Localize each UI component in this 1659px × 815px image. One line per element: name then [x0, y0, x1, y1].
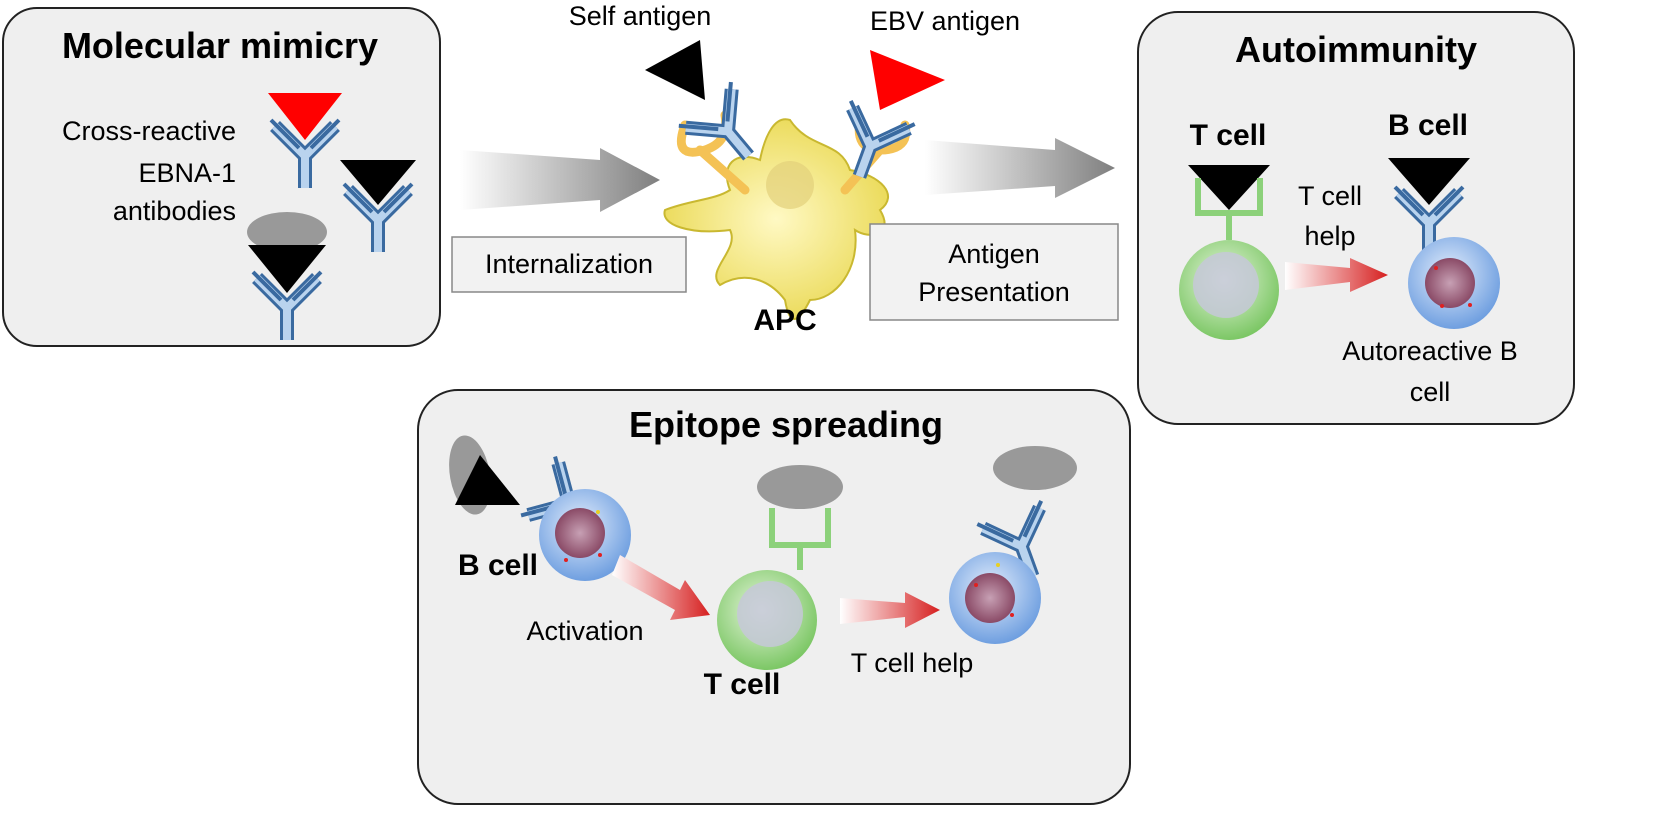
- internalization-label: Internalization: [485, 249, 653, 279]
- autoimmunity-help-line2: help: [1304, 221, 1355, 251]
- presentation-label: Presentation: [918, 277, 1070, 307]
- autoreactive-line2: cell: [1410, 377, 1451, 407]
- autoimmunity-panel: Autoimmunity T cell B cell T cell help A…: [1137, 11, 1575, 425]
- autoreactive-line1: Autoreactive B: [1342, 336, 1518, 366]
- antibody-gray-antigen-icon: [247, 212, 327, 340]
- autoimmunity-b-cell-label: B cell: [1388, 109, 1468, 142]
- epitope-final-b-cell-icon: [949, 446, 1077, 644]
- autoimmunity-t-cell-icon: [1179, 165, 1279, 340]
- activation-label: Activation: [526, 616, 643, 646]
- ebna-label: EBNA-1: [138, 158, 236, 188]
- cross-reactive-label: Cross-reactive: [62, 116, 236, 146]
- autoimmunity-help-arrow: [1285, 258, 1388, 292]
- antigen-presentation-arrow: [925, 138, 1115, 198]
- self-antigen-label: Self antigen: [569, 1, 712, 31]
- autoimmunity-t-cell-label: T cell: [1190, 119, 1267, 152]
- activation-arrow: [612, 555, 710, 620]
- antibody-red-antigen-icon: [268, 93, 342, 188]
- epitope-b-cell-label: B cell: [458, 549, 538, 582]
- epitope-spreading-title: Epitope spreading: [629, 404, 943, 445]
- apc-ebv-antigen-icon: [828, 50, 945, 188]
- antibody-black-antigen-icon: [340, 160, 416, 252]
- molecular-mimicry-title: Molecular mimicry: [62, 25, 378, 66]
- epitope-b-cell-icon: [449, 435, 631, 581]
- antibodies-label: antibodies: [113, 196, 236, 226]
- epitope-t-cell-icon: [717, 465, 843, 670]
- epitope-spreading-panel: Epitope spreading B cell Activation T ce…: [417, 389, 1131, 805]
- apc-cell: [663, 110, 911, 320]
- antigen-label: Antigen: [948, 239, 1040, 269]
- apc-label: APC: [753, 304, 816, 337]
- ebv-antigen-label: EBV antigen: [870, 6, 1020, 36]
- autoimmunity-title: Autoimmunity: [1235, 29, 1477, 70]
- antigen-presentation-box: Antigen Presentation: [869, 223, 1119, 321]
- autoimmunity-help-line1: T cell: [1298, 181, 1362, 211]
- internalization-arrow: [460, 148, 660, 212]
- autoimmunity-b-cell-icon: [1388, 158, 1500, 329]
- epitope-t-cell-label: T cell: [704, 668, 781, 701]
- epitope-help-arrow: [840, 592, 940, 628]
- internalization-box: Internalization: [451, 236, 687, 293]
- epitope-t-cell-help-label: T cell help: [851, 648, 974, 678]
- apc-self-antigen-icon: [645, 40, 775, 178]
- molecular-mimicry-panel: Molecular mimicry Cross-reactive EBNA-1 …: [2, 7, 441, 347]
